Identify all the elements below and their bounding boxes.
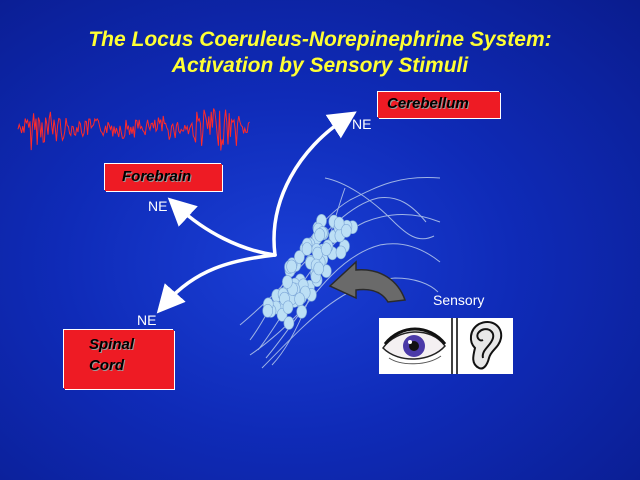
neuron-cell bbox=[340, 224, 352, 238]
ear-icon bbox=[469, 320, 503, 370]
spinal-cord-box: Spinal Cord bbox=[64, 330, 174, 389]
locus-coeruleus-cells bbox=[262, 214, 358, 330]
neuron-cell bbox=[320, 242, 332, 256]
neuron-cell bbox=[335, 245, 347, 260]
ne-label-forebrain: NE bbox=[148, 198, 168, 214]
slide-title-line2: Activation by Sensory Stimuli bbox=[171, 54, 469, 77]
slide-title-line1: The Locus Coeruleus-Norepinephrine Syste… bbox=[88, 28, 552, 51]
sensory-input-arrow bbox=[328, 260, 407, 303]
neuron-cell bbox=[314, 228, 326, 242]
neuron-cell bbox=[294, 250, 305, 264]
arrow-to-spinal-cord bbox=[156, 253, 277, 314]
sensory-stimuli-image bbox=[379, 318, 513, 374]
neuron-cell bbox=[296, 304, 308, 319]
cerebellum-box: Cerebellum bbox=[378, 92, 500, 118]
spinal-cord-label-line1: Spinal bbox=[89, 336, 135, 353]
neuron-cell bbox=[282, 300, 294, 315]
ne-label-cerebellum: NE bbox=[352, 116, 372, 132]
neuron-cell bbox=[286, 259, 297, 274]
eeg-trace bbox=[17, 108, 250, 151]
neuron-cell bbox=[301, 242, 313, 256]
ne-projection-arrows bbox=[156, 111, 357, 314]
ne-label-spinal-cord: NE bbox=[137, 312, 157, 328]
neuron-cell bbox=[313, 261, 325, 276]
forebrain-box: Forebrain bbox=[105, 164, 222, 191]
forebrain-label: Forebrain bbox=[122, 168, 192, 185]
neuron-cell bbox=[283, 316, 295, 330]
cerebellum-label: Cerebellum bbox=[387, 95, 469, 112]
arrow-to-forebrain bbox=[167, 197, 277, 257]
sensory-label: Sensory bbox=[433, 292, 485, 308]
neuron-cell bbox=[282, 275, 293, 289]
spinal-cord-label-line2: Cord bbox=[89, 357, 124, 374]
neuron-cell bbox=[333, 216, 345, 231]
neuron-cell bbox=[294, 292, 305, 307]
neuron-cell bbox=[262, 303, 274, 318]
arrow-to-cerebellum bbox=[272, 111, 357, 257]
eye-icon bbox=[382, 327, 447, 365]
